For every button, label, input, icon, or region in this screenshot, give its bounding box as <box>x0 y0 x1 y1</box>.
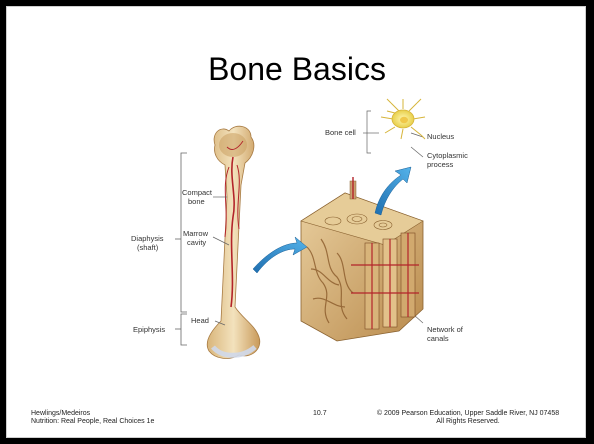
bone-cell-bracket <box>367 111 371 153</box>
label-network-1: Network of <box>427 325 463 334</box>
label-marrow-1: Marrow <box>183 229 208 238</box>
label-epiphysis: Epiphysis <box>133 325 165 334</box>
label-compact-2: bone <box>188 197 205 206</box>
bone-illustration <box>7 7 586 438</box>
label-bone-cell: Bone cell <box>325 128 356 137</box>
arrow-bone-to-block <box>253 237 307 273</box>
epiphysis-bracket <box>175 314 187 345</box>
label-diaphysis-1: Diaphysis <box>131 234 164 243</box>
label-marrow-2: cavity <box>187 238 206 247</box>
page-number: 10.7 <box>313 410 327 419</box>
slide: Bone Basics <box>6 6 586 438</box>
footer-book: Nutrition: Real People, Real Choices 1e <box>31 418 154 427</box>
label-cytoplasmic-1: Cytoplasmic <box>427 151 468 160</box>
label-nucleus: Nucleus <box>427 132 454 141</box>
label-compact-1: Compact <box>182 188 212 197</box>
label-diaphysis-2: (shaft) <box>137 243 158 252</box>
arrow-block-to-cell <box>375 167 411 215</box>
label-head: Head <box>191 316 209 325</box>
cytoplasmic-leader <box>411 147 423 157</box>
bone-block <box>301 177 423 341</box>
label-cytoplasmic-2: process <box>427 160 453 169</box>
footer-rights: All Rights Reserved. <box>363 418 573 427</box>
long-bone <box>207 126 260 358</box>
label-network-2: canals <box>427 334 449 343</box>
nucleus <box>400 117 408 123</box>
